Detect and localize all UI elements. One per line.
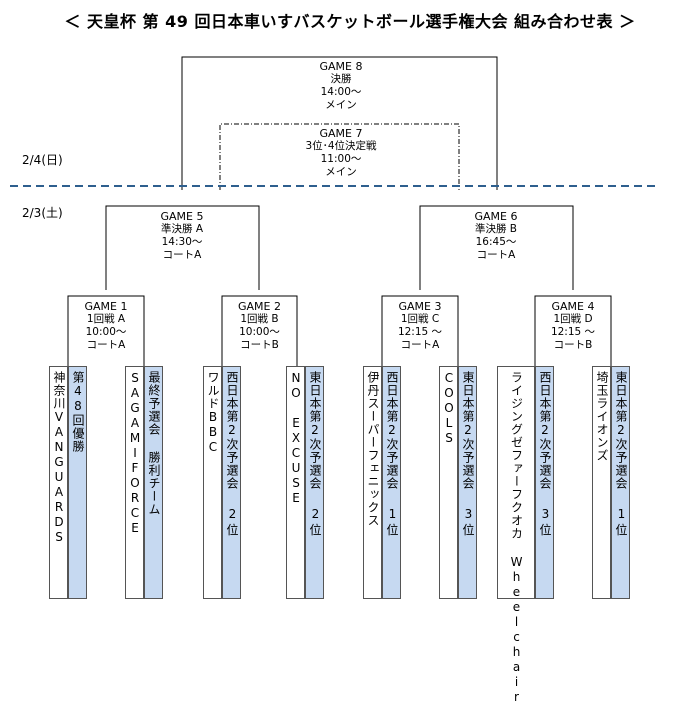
game-court: コートA: [476, 249, 516, 261]
team-no-excuse-qualification: 東日本第2次予選会 2位: [305, 366, 324, 599]
qualification-rank: 1位: [615, 507, 628, 537]
semi-a-bracket-line: [105, 205, 260, 256]
team-name: 伊丹スーパーフェニックス: [366, 371, 380, 527]
game-name: GAME 2: [238, 300, 281, 313]
game-round: 準決勝 B: [474, 223, 518, 235]
game-name: GAME 8: [319, 60, 363, 73]
qualification-text: 西日本第2次予選会: [385, 371, 399, 490]
qualification-text: 第48回優勝: [71, 371, 85, 453]
team-itami-super-phoenix: 伊丹スーパーフェニックス: [363, 366, 382, 599]
game-name: GAME 5: [160, 210, 204, 223]
qualification-rank: 3位: [539, 507, 552, 537]
qualification-rank: 2位: [226, 507, 239, 537]
game-time: 10:00～: [239, 326, 280, 338]
game-court: コートB: [240, 339, 279, 351]
team-name: ライジングゼファーフクオカ Wheelchair: [509, 371, 524, 705]
game-round: 1回戦 C: [400, 313, 440, 325]
team-cools: COOLS: [439, 366, 458, 599]
final-bracket-line: [181, 56, 498, 190]
date-day2: 2/4(日): [22, 153, 63, 167]
team-name: ワルドBBC: [206, 371, 220, 455]
third-place-bracket-line: [219, 123, 460, 190]
game1-bracket-line: [67, 295, 145, 366]
qualification-text: 東日本第2次予選会: [308, 371, 322, 490]
game-round: 3位･4位決定戦: [305, 140, 377, 152]
game-5-box: GAME 5 準決勝 A 14:30～ コートA: [142, 210, 222, 262]
team-cools-qualification: 東日本第2次予選会 3位: [458, 366, 477, 599]
game-round: 1回戦 D: [553, 313, 593, 325]
team-sagamiforce-qualification: 最終予選会 勝利チーム: [144, 366, 163, 599]
team-world-bbc: ワルドBBC: [203, 366, 222, 599]
game-6-box: GAME 6 準決勝 B 16:45～ コートA: [456, 210, 536, 262]
team-rising-zephyr-qualification: 西日本第2次予選会 3位: [535, 366, 554, 599]
date-day1: 2/3(土): [22, 206, 63, 220]
game-time: 12:15 ～: [550, 326, 596, 338]
team-kanagawa-vanguards: 神奈川VANGUARDS: [49, 366, 68, 599]
game-name: GAME 3: [398, 300, 442, 313]
qualification-text: 東日本第2次予選会: [461, 371, 475, 490]
qualification-text: 西日本第2次予選会: [538, 371, 552, 490]
game-round: 決勝: [330, 73, 352, 85]
team-rising-zephyr-fukuoka: ライジングゼファーフクオカ Wheelchair: [497, 366, 535, 705]
team-world-bbc-qualification: 西日本第2次予選会 2位: [222, 366, 241, 599]
game-time: 14:00～: [320, 86, 362, 98]
game-8-box: GAME 8 決勝 14:00～ メイン: [296, 60, 386, 112]
game-court: メイン: [325, 166, 357, 178]
team-name: COOLS: [442, 371, 456, 446]
game-time: 12:15 ～: [397, 326, 443, 338]
game-court: コートA: [162, 249, 202, 261]
game-court: コートB: [553, 339, 593, 351]
semi-b-bracket-line: [419, 205, 574, 256]
game4-bracket-line: [534, 295, 612, 366]
game-7-box: GAME 7 3位･4位決定戦 11:00～ メイン: [291, 127, 391, 179]
game-court: コートA: [86, 339, 126, 351]
qualification-text: 最終予選会 勝利チーム: [147, 371, 161, 516]
game-time: 11:00～: [320, 153, 362, 165]
game-round: 準決勝 A: [160, 223, 204, 235]
game-time: 16:45～: [475, 236, 517, 248]
qualification-rank: 2位: [309, 507, 322, 537]
team-sagamiforce: SAGAMIFORCE: [125, 366, 144, 599]
game-name: GAME 6: [474, 210, 518, 223]
game3-bracket-line: [381, 295, 459, 366]
game-time: 14:30～: [161, 236, 203, 248]
team-saitama-qualification: 東日本第2次予選会 1位: [611, 366, 630, 599]
game-round: 1回戦 A: [86, 313, 126, 325]
game-time: 10:00～: [85, 326, 127, 338]
game-court: コートA: [400, 339, 440, 351]
game-2-box: GAME 2 1回戦 B 10:00～ コートB: [226, 300, 293, 352]
team-name: 埼玉ライオンズ: [595, 371, 609, 462]
qualification-rank: 3位: [462, 507, 475, 537]
team-saitama-lions: 埼玉ライオンズ: [592, 366, 611, 599]
game2-bracket-line: [221, 295, 298, 366]
game-3-box: GAME 3 1回戦 C 12:15 ～ コートA: [386, 300, 454, 352]
qualification-text: 西日本第2次予選会: [225, 371, 239, 490]
team-name: SAGAMIFORCE: [128, 371, 142, 536]
game-4-box: GAME 4 1回戦 D 12:15 ～ コートB: [539, 300, 607, 352]
game-name: GAME 1: [84, 300, 128, 313]
bracket-lines: [10, 56, 655, 366]
qualification-rank: 1位: [386, 507, 399, 537]
game-name: GAME 7: [319, 127, 363, 140]
game-1-box: GAME 1 1回戦 A 10:00～ コートA: [72, 300, 140, 352]
team-name: NO EXCUSE: [289, 371, 303, 506]
team-no-excuse: NO EXCUSE: [286, 366, 305, 599]
game-court: メイン: [325, 99, 357, 111]
game-name: GAME 4: [551, 300, 595, 313]
qualification-text: 東日本第2次予選会: [614, 371, 628, 490]
team-name: 神奈川VANGUARDS: [52, 371, 66, 545]
team-itami-qualification: 西日本第2次予選会 1位: [382, 366, 401, 599]
game-round: 1回戦 B: [240, 313, 279, 325]
team-kanagawa-qualification: 第48回優勝: [68, 366, 87, 599]
bracket-title: ＜ 天皇杯 第 49 回日本車いすバスケットボール選手権大会 組み合わせ表 ＞: [64, 12, 636, 31]
